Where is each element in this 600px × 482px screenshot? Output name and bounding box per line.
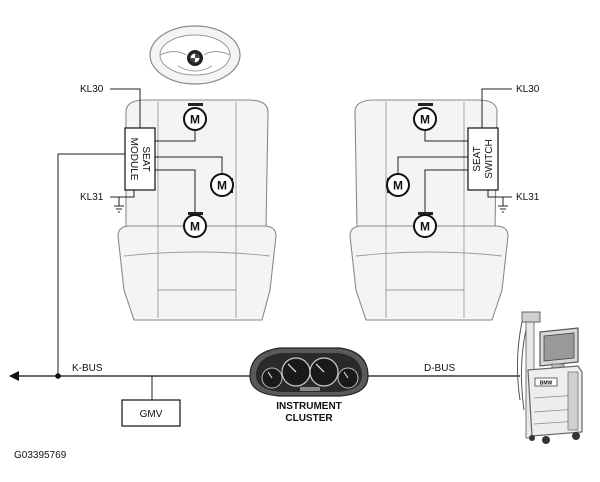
tester-brand-label: BMW (540, 381, 553, 387)
kl30-right-label: KL30 (516, 84, 540, 95)
gmv-label: GMV (140, 409, 163, 420)
seat-switch-label-line2: SWITCH (484, 139, 495, 178)
seat-switch-label-line1: SEAT (472, 146, 483, 171)
seat-switch-box: SEAT SWITCH (467, 127, 499, 191)
k-bus-label: K-BUS (72, 363, 103, 374)
motor-label: M (393, 179, 403, 193)
right-seat-wiring (397, 88, 512, 214)
right-seat-icon (349, 99, 509, 321)
motor-label: M (217, 179, 227, 193)
kl30-left-label: KL30 (80, 84, 104, 95)
cluster-label-line1: INSTRUMENT (276, 401, 342, 412)
steering-wheel-icon (149, 25, 241, 85)
junction-dot (55, 373, 61, 379)
motor-label: M (420, 220, 430, 234)
instrument-cluster-icon (249, 347, 369, 397)
figure-id: G03395769 (14, 450, 67, 461)
motor-label: M (190, 113, 200, 127)
d-bus-label: D-BUS (424, 363, 455, 374)
motor-icon: M (210, 173, 234, 197)
arrow-left-icon (9, 371, 19, 381)
motor-icon: M (413, 103, 437, 131)
cluster-label-line2: CLUSTER (285, 413, 333, 424)
seat-module-label-line2: MODULE (128, 138, 139, 181)
seat-module-box: SEAT MODULE (124, 127, 156, 191)
kl31-left-label: KL31 (80, 192, 104, 203)
diagnostic-tester-icon: BMW (516, 311, 583, 444)
left-seat-icon (117, 99, 277, 321)
motor-icon: M (413, 212, 437, 238)
gmv-module-box: GMV (121, 399, 181, 427)
motor-icon: M (386, 173, 410, 197)
kl31-right-label: KL31 (516, 192, 540, 203)
left-seat-wiring (57, 88, 223, 376)
k-bus-line (9, 371, 250, 400)
seat-module-label-line1: SEAT (140, 146, 151, 171)
motor-icon: M (183, 212, 207, 238)
motor-label: M (190, 220, 200, 234)
motor-icon: M (183, 103, 207, 131)
motor-label: M (420, 113, 430, 127)
